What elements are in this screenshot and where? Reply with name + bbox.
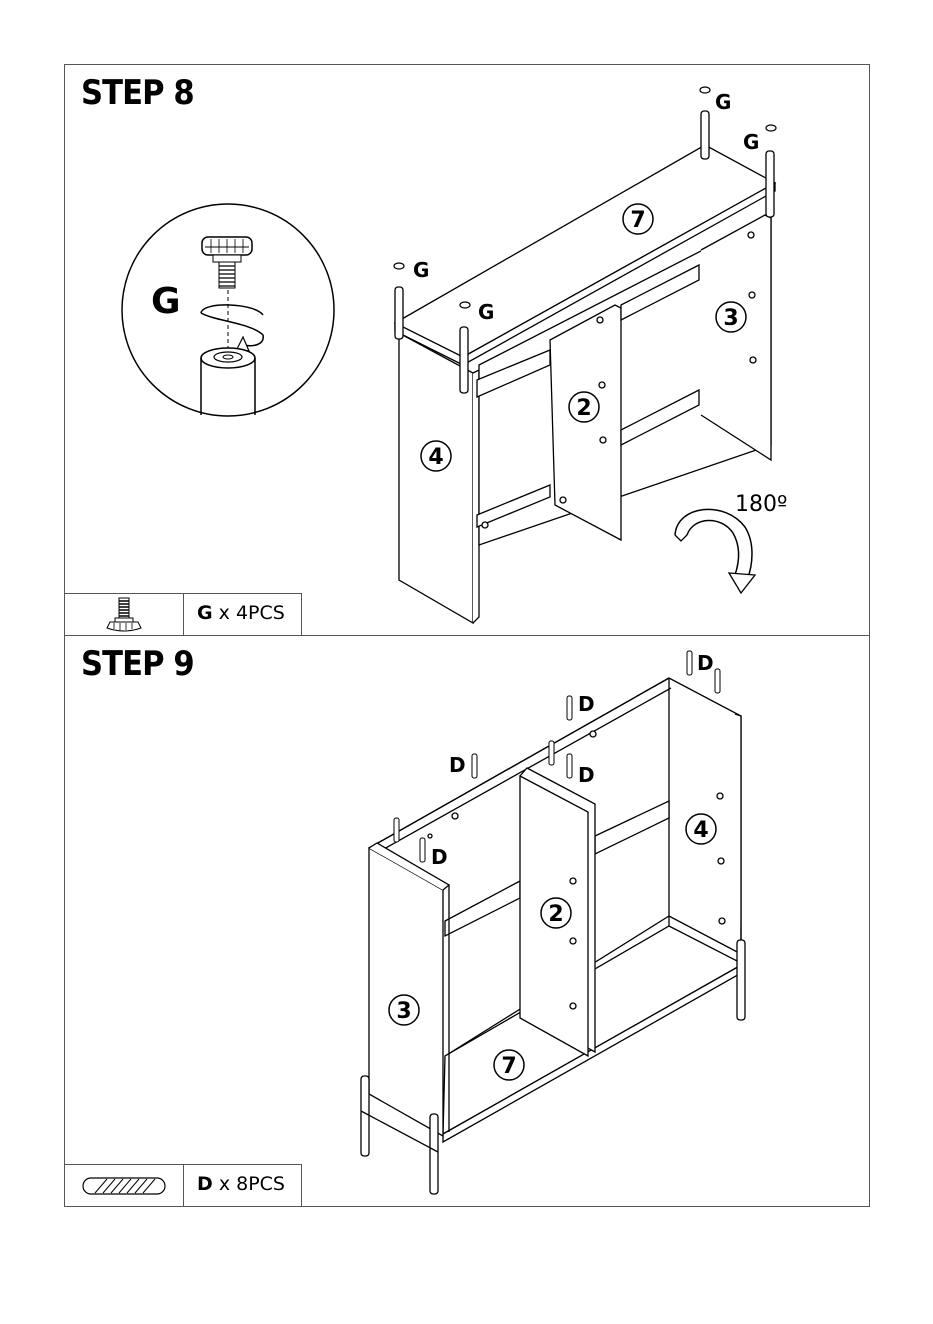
svg-text:7: 7 <box>630 208 645 233</box>
callout-3: 3 <box>389 995 419 1025</box>
svg-text:2: 2 <box>548 902 563 927</box>
part-count: x 8PCS <box>219 1173 285 1195</box>
step-9-drawing: D D D D D 4 2 3 7 <box>65 636 871 1208</box>
svg-text:4: 4 <box>428 445 443 470</box>
hardware-label: G <box>478 300 494 324</box>
parts-box: D x 8PCS <box>65 1164 302 1206</box>
hardware-label: G <box>413 258 429 282</box>
cabinet-upside-down <box>395 111 775 623</box>
hardware-label: D <box>697 651 714 675</box>
callout-2: 2 <box>541 898 571 928</box>
hardware-label: D <box>578 763 595 787</box>
callout-4: 4 <box>686 814 716 844</box>
hardware-label: D <box>578 692 595 716</box>
svg-text:7: 7 <box>501 1054 516 1079</box>
leveler-foot-icon <box>65 594 183 635</box>
step-9-panel: STEP 9 <box>64 635 870 1207</box>
wooden-dowel-icon <box>65 1165 183 1206</box>
svg-text:2: 2 <box>576 396 591 421</box>
step-8-panel: STEP 8 G <box>64 64 870 636</box>
parts-icon-cell <box>65 1165 184 1206</box>
svg-text:4: 4 <box>693 818 708 843</box>
callout-7: 7 <box>623 204 653 234</box>
svg-text:3: 3 <box>723 306 738 331</box>
hardware-label: D <box>431 845 448 869</box>
callout-3: 3 <box>716 302 746 332</box>
hardware-label: G <box>743 130 759 154</box>
parts-quantity: G x 4PCS <box>197 602 285 624</box>
parts-quantity: D x 8PCS <box>197 1173 285 1195</box>
rotation-label: 180º <box>735 492 787 517</box>
parts-icon-cell <box>65 594 184 635</box>
callout-7: 7 <box>494 1050 524 1080</box>
step-8-drawing: G <box>65 65 871 637</box>
part-letter: G <box>197 602 213 624</box>
svg-text:3: 3 <box>396 999 411 1024</box>
part-count: x 4PCS <box>219 602 285 624</box>
callout-2: 2 <box>569 392 599 422</box>
rotate-arrow-icon <box>675 509 755 593</box>
detail-label: G <box>151 281 181 322</box>
hardware-label: G <box>715 90 731 114</box>
callout-4: 4 <box>421 441 451 471</box>
parts-box: G x 4PCS <box>65 593 302 635</box>
hardware-label: D <box>449 753 466 777</box>
part-letter: D <box>197 1173 213 1195</box>
